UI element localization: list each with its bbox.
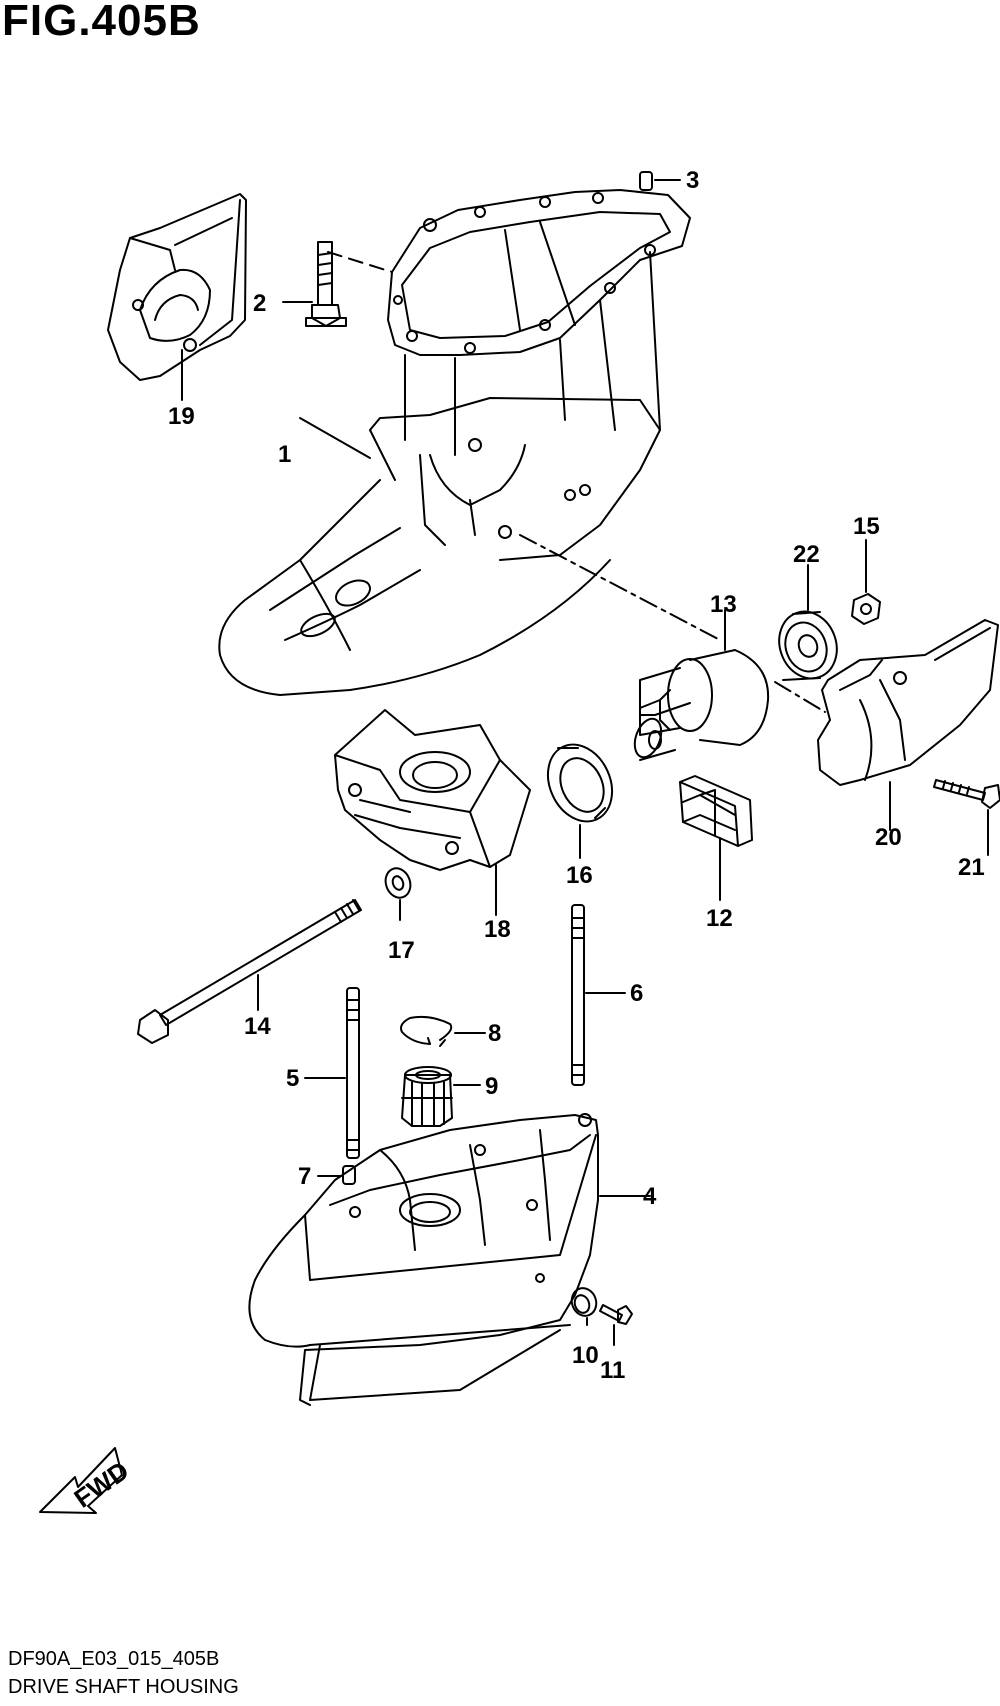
leader-line-1 xyxy=(299,417,371,459)
callout-6: 6 xyxy=(630,980,643,1007)
part-11-bolt[interactable] xyxy=(599,1304,633,1325)
part-6-stud[interactable] xyxy=(571,904,585,1086)
part-5-stud[interactable] xyxy=(346,987,360,1159)
callout-19: 19 xyxy=(168,403,195,430)
callout-7: 7 xyxy=(298,1163,311,1190)
callout-3: 3 xyxy=(686,167,699,194)
part-2-bolt[interactable] xyxy=(305,241,347,327)
callout-2: 2 xyxy=(253,290,266,317)
part-16-seal[interactable] xyxy=(536,734,624,832)
part-9-bushing[interactable] xyxy=(401,1066,453,1127)
callout-15: 15 xyxy=(853,513,880,540)
part-4-lower-housing[interactable] xyxy=(248,1113,599,1406)
figure-code: DF90A_E03_015_405B xyxy=(8,1648,220,1670)
alignment-line-2 xyxy=(327,251,393,273)
callout-14: 14 xyxy=(244,1013,271,1040)
part-21-bolt[interactable] xyxy=(933,779,1000,809)
part-10-grommet[interactable] xyxy=(568,1285,600,1320)
part-22-grommet[interactable] xyxy=(770,603,846,686)
callout-9: 9 xyxy=(485,1073,498,1100)
callout-10: 10 xyxy=(572,1342,599,1369)
callout-22: 22 xyxy=(793,541,820,568)
part-15-nut[interactable] xyxy=(851,593,881,625)
figure-title: FIG.405B xyxy=(2,0,201,45)
part-14-long-bolt[interactable] xyxy=(137,899,362,1044)
alignment-line-13 xyxy=(519,534,721,641)
part-19-bracket[interactable] xyxy=(107,193,247,381)
callout-13: 13 xyxy=(710,591,737,618)
part-3-dowel-pin[interactable] xyxy=(639,171,653,191)
part-20-cover[interactable] xyxy=(817,619,999,786)
alignment-line-20 xyxy=(774,681,826,713)
part-13-mount-rubber[interactable] xyxy=(630,649,770,761)
callout-21: 21 xyxy=(958,854,985,881)
callout-12: 12 xyxy=(706,905,733,932)
part-1-drive-shaft-housing[interactable] xyxy=(218,189,691,696)
figure-caption: DRIVE SHAFT HOUSING xyxy=(8,1676,239,1698)
callout-1: 1 xyxy=(278,441,291,468)
callout-18: 18 xyxy=(484,916,511,943)
fwd-arrow: FWD xyxy=(39,1447,134,1514)
part-12-rubber-pads[interactable] xyxy=(679,775,753,847)
callout-17: 17 xyxy=(388,937,415,964)
callout-5: 5 xyxy=(286,1065,299,1092)
part-18-mount-block[interactable] xyxy=(334,709,531,871)
callout-4: 4 xyxy=(643,1183,657,1210)
callout-20: 20 xyxy=(875,824,902,851)
part-17-washer[interactable] xyxy=(382,865,415,901)
callout-16: 16 xyxy=(566,862,593,889)
callout-11: 11 xyxy=(600,1357,625,1384)
part-8-circlip[interactable] xyxy=(400,1015,453,1047)
callout-8: 8 xyxy=(488,1020,501,1047)
